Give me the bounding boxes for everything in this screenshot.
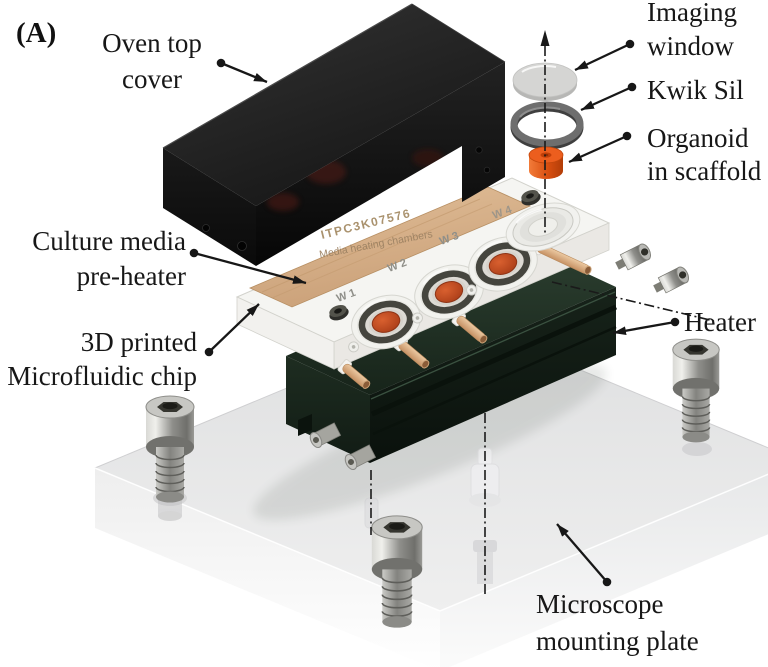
oven-cover-front-face (256, 62, 505, 266)
plate-boss-center (469, 447, 501, 507)
heater-front-face (370, 287, 616, 463)
oven-cover-edge-highlight-2 (411, 3, 506, 63)
label-preheater-line1: Culture media (32, 226, 186, 256)
label-organoid-line1: Organoid (647, 123, 749, 153)
arrow-imaging-window (574, 42, 631, 72)
label-plate-line1: Microscope (536, 589, 663, 619)
heater-left-face (286, 356, 370, 463)
oven-cover-top-face (163, 4, 505, 206)
organoid-scaffold (528, 146, 564, 179)
arrow-mounting-plate (556, 523, 608, 583)
label-kwik-sil: Kwik Sil (647, 75, 744, 105)
label-plate-line2: mounting plate (536, 626, 699, 656)
microfluidic-chip: ITPC3K07576 Media heating chambers W 1 W… (235, 177, 611, 389)
mounting-plate-front-edge-highlight (94, 467, 768, 612)
kwik-sil-ring-top (510, 101, 584, 147)
callout-arrows (189, 39, 680, 587)
kwik-sil-ring (510, 101, 584, 150)
arrow-pre-heater (193, 251, 307, 285)
set-screw-1 (615, 243, 652, 271)
heater-edge-highlight (370, 291, 616, 400)
arrow-heater (612, 320, 676, 336)
oven-cover-left-face (163, 148, 256, 266)
label-oven-line2: cover (122, 64, 182, 94)
plate-counterbore-right (682, 442, 712, 456)
oven-top-cover (162, 3, 506, 266)
chip-front-left-face (236, 296, 335, 370)
heater-top-face (286, 248, 616, 395)
oven-cover-hole-2 (237, 241, 247, 251)
outlet-tube-1 (337, 359, 371, 389)
oven-cover-hole-3 (475, 146, 483, 154)
chip-thumbscrew-2 (521, 189, 541, 206)
arrow-kwik-sil (580, 85, 633, 112)
imaging-window-highlight (521, 65, 557, 73)
oven-cover-edge-highlight-1 (162, 3, 413, 149)
heater-block (286, 248, 618, 470)
panel-label: (A) (16, 17, 56, 49)
oven-cover-hole-1 (202, 224, 210, 232)
heater-set-screw-2 (344, 444, 377, 470)
axis-line-diagonal (551, 281, 715, 322)
mounting-plate-front-right-face (440, 474, 768, 667)
label-heater: Heater (684, 307, 756, 337)
microscope-mounting-plate (94, 317, 768, 667)
arrow-dot-oven (216, 58, 226, 68)
heater-groove-2 (372, 325, 617, 436)
label-imaging-line1: Imaging (647, 0, 737, 27)
heater-notch (298, 414, 312, 436)
chip-thumbscrew-1 (329, 304, 349, 321)
label-organoid-line2: in scaffold (647, 156, 762, 186)
label-preheater-line2: pre-heater (77, 261, 186, 291)
pre-heater-channel-2 (271, 203, 493, 299)
heater-groove-1 (370, 304, 618, 417)
oven-cover-hole-4 (483, 166, 491, 174)
arrow-organoid (568, 134, 628, 164)
arrow-oven-cover (220, 61, 268, 84)
label-chip-line2: Microfluidic chip (7, 361, 197, 391)
mounting-plate-front-left-face (95, 468, 440, 667)
label-imaging-line2: window (647, 31, 735, 61)
label-chip-line1: 3D printed (81, 327, 198, 357)
label-oven-line1: Oven top (102, 28, 202, 58)
heater-set-screw-1 (309, 422, 342, 448)
kwik-sil-highlight (519, 106, 561, 118)
arrow-chip (208, 303, 260, 353)
center-axis-arrow-up (540, 30, 550, 46)
heater-shadow (253, 364, 607, 520)
set-screw-2 (653, 266, 690, 294)
